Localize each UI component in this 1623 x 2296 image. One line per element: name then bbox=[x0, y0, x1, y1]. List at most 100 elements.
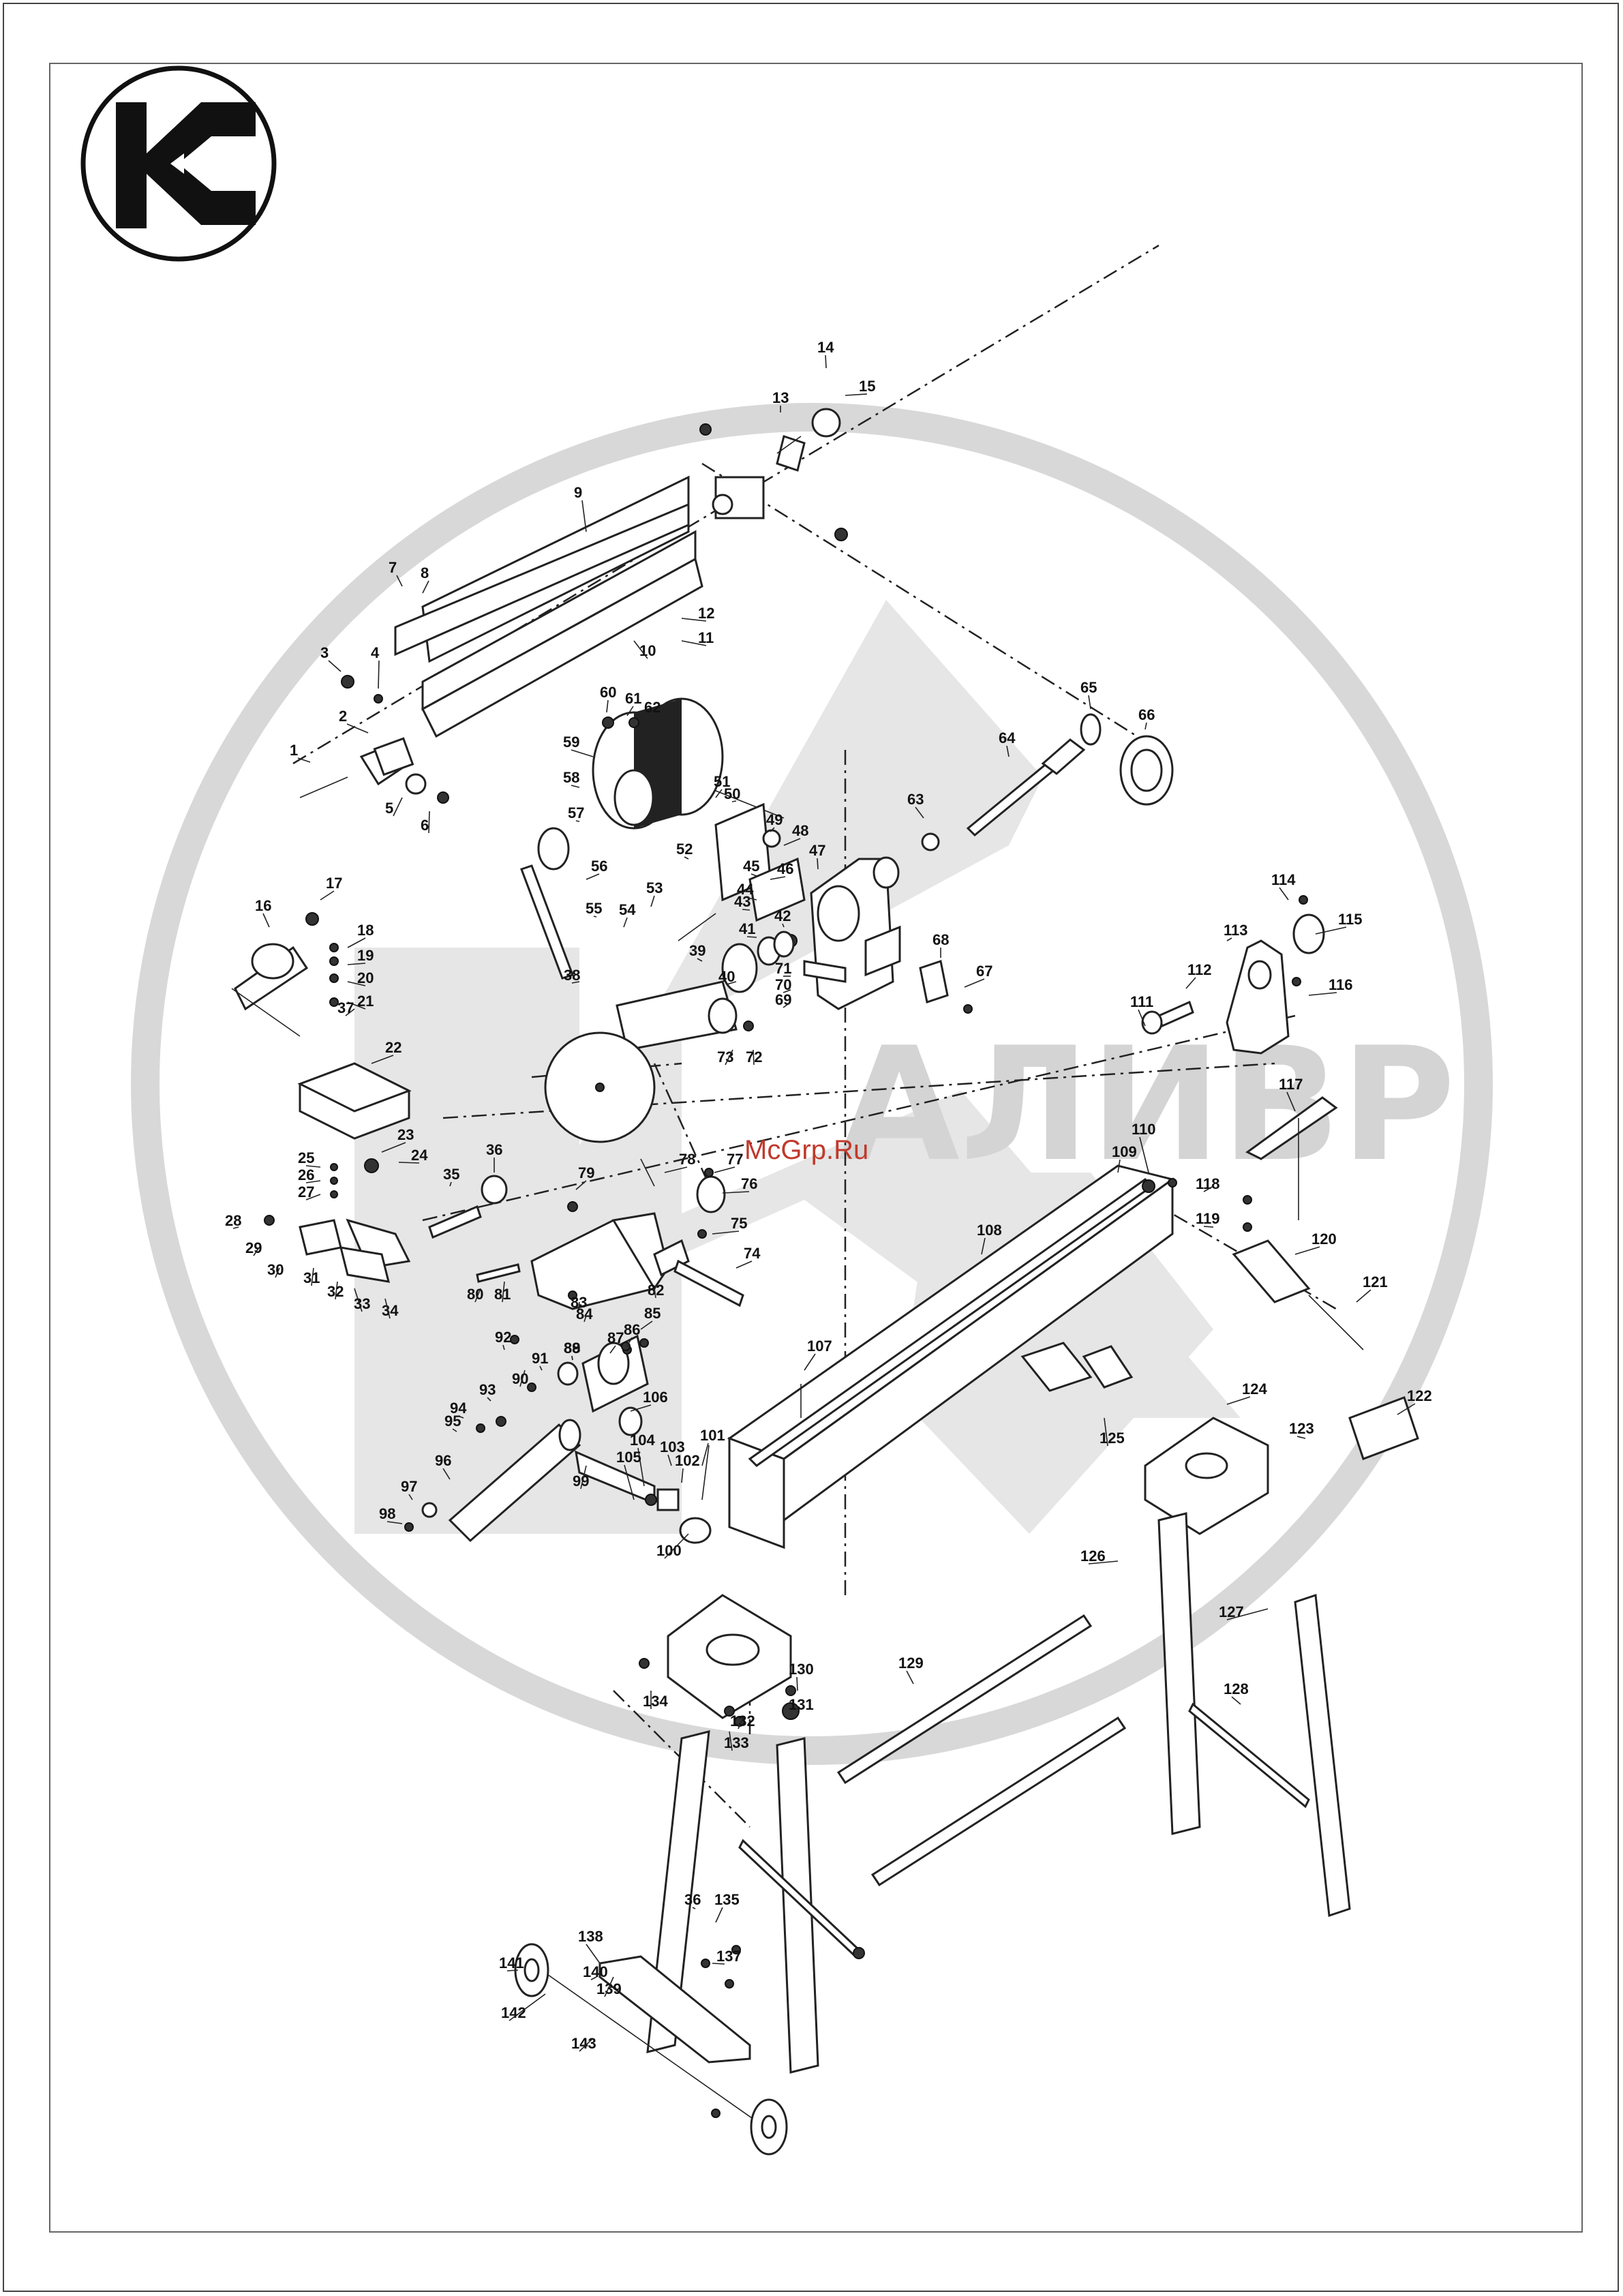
part-label-128: 128 bbox=[1224, 1680, 1249, 1697]
leader-line-63 bbox=[915, 806, 924, 819]
part-label-30: 30 bbox=[267, 1261, 284, 1278]
leader-line-33 bbox=[354, 1288, 363, 1312]
lower-assembly bbox=[404, 1334, 712, 1544]
leader-line-55 bbox=[593, 916, 597, 918]
leader-line-2 bbox=[346, 723, 369, 734]
part-label-13: 13 bbox=[772, 389, 789, 406]
logo-k-glyph bbox=[116, 102, 256, 228]
part-label-67: 67 bbox=[976, 963, 992, 980]
part-label-73: 73 bbox=[717, 1048, 733, 1066]
part-label-41: 41 bbox=[739, 920, 755, 937]
leader-line-11 bbox=[681, 640, 707, 646]
part-label-91: 91 bbox=[532, 1350, 548, 1367]
leader-line-67 bbox=[964, 978, 985, 988]
leader-line-74 bbox=[735, 1260, 753, 1269]
part-label-121: 121 bbox=[1363, 1273, 1388, 1290]
leader-line-131 bbox=[796, 1710, 798, 1713]
part-label-129: 129 bbox=[898, 1655, 924, 1672]
leader-line-43 bbox=[742, 909, 750, 911]
leader-line-118 bbox=[1203, 1185, 1214, 1192]
part-label-53: 53 bbox=[646, 879, 663, 896]
part-label-14: 14 bbox=[817, 339, 834, 356]
leader-line-4 bbox=[378, 660, 380, 689]
leader-line-23 bbox=[381, 1142, 406, 1153]
leader-line-38 bbox=[571, 981, 580, 984]
leader-line-3 bbox=[328, 660, 342, 672]
brace-128 bbox=[1188, 1702, 1310, 1809]
leader-line-5 bbox=[393, 797, 403, 817]
part-label-71: 71 bbox=[775, 960, 791, 977]
leader-line-12 bbox=[681, 618, 707, 622]
part-label-92: 92 bbox=[495, 1329, 511, 1346]
hub-15 bbox=[811, 408, 841, 438]
part-label-46: 46 bbox=[777, 860, 793, 877]
leader-line-26 bbox=[305, 1180, 321, 1183]
leader-line-142 bbox=[509, 1993, 546, 2021]
shaft-35 bbox=[428, 1175, 508, 1239]
part-label-143: 143 bbox=[571, 2035, 596, 2052]
part-label-93: 93 bbox=[479, 1381, 496, 1398]
part-label-77: 77 bbox=[727, 1151, 743, 1168]
leader-line-133 bbox=[729, 1731, 733, 1751]
part-label-3: 3 bbox=[320, 644, 329, 661]
leader-line-77 bbox=[714, 1166, 735, 1173]
part-label-142: 142 bbox=[501, 2004, 526, 2021]
part-label-135: 135 bbox=[714, 1891, 740, 1908]
part-label-54: 54 bbox=[619, 901, 636, 918]
leader-line-47 bbox=[817, 858, 819, 870]
leader-line-117 bbox=[1286, 1091, 1296, 1112]
axle-143 bbox=[531, 1963, 785, 2141]
leader-line-102 bbox=[681, 1468, 684, 1483]
stand-legs bbox=[514, 1512, 1351, 2156]
leader-line-37 bbox=[345, 1008, 355, 1016]
leader-line-98 bbox=[386, 1521, 403, 1524]
leader-line-40 bbox=[726, 981, 737, 985]
leg-front-left bbox=[646, 1730, 710, 2053]
leader-line-15 bbox=[845, 393, 868, 396]
part-label-49: 49 bbox=[766, 811, 783, 828]
leader-line-56 bbox=[586, 873, 600, 880]
leader-line-116 bbox=[1308, 992, 1337, 996]
part-label-122: 122 bbox=[1407, 1387, 1432, 1404]
leader-line-7 bbox=[396, 575, 403, 587]
part-label-68: 68 bbox=[932, 931, 949, 948]
part-label-2: 2 bbox=[339, 708, 347, 725]
part-label-44: 44 bbox=[737, 881, 754, 898]
part-label-86: 86 bbox=[624, 1321, 640, 1338]
part-label-34: 34 bbox=[382, 1302, 399, 1319]
part-label-109: 109 bbox=[1112, 1143, 1137, 1160]
leader-line-69 bbox=[783, 1001, 791, 1008]
leader-line-22 bbox=[371, 1055, 394, 1064]
part-label-110: 110 bbox=[1132, 1121, 1156, 1138]
part-label-102: 102 bbox=[675, 1452, 700, 1469]
part-label-117: 117 bbox=[1279, 1076, 1303, 1093]
leader-line-107 bbox=[804, 1353, 816, 1371]
leader-line-129 bbox=[906, 1670, 914, 1685]
leg-front-right bbox=[776, 1737, 819, 2074]
part-label-130: 130 bbox=[789, 1661, 814, 1678]
leader-line-17 bbox=[320, 890, 335, 901]
part-label-19: 19 bbox=[357, 947, 374, 964]
part-label-114: 114 bbox=[1271, 871, 1296, 888]
leader-line-126 bbox=[1088, 1560, 1119, 1565]
tool-rest-16 bbox=[231, 912, 412, 1140]
leader-line-58 bbox=[571, 785, 580, 788]
leader-line-103 bbox=[667, 1454, 672, 1466]
leader-line-138 bbox=[586, 1944, 601, 1964]
part-label-36: 36 bbox=[486, 1141, 502, 1158]
part-label-26: 26 bbox=[298, 1166, 314, 1183]
part-label-116: 116 bbox=[1329, 976, 1353, 993]
leader-line-25 bbox=[305, 1165, 321, 1168]
leader-line-113 bbox=[1226, 937, 1232, 941]
leader-line-46 bbox=[770, 876, 786, 880]
handle-117 bbox=[1245, 1096, 1338, 1160]
part-label-98: 98 bbox=[379, 1505, 395, 1522]
leader-line-70 bbox=[783, 989, 791, 993]
part-label-137: 137 bbox=[716, 1948, 742, 1965]
spindle bbox=[921, 713, 1174, 851]
leader-line-135 bbox=[715, 1907, 723, 1923]
part-label-126: 126 bbox=[1080, 1547, 1106, 1565]
part-label-55: 55 bbox=[586, 900, 602, 917]
leader-line-31 bbox=[311, 1267, 314, 1286]
